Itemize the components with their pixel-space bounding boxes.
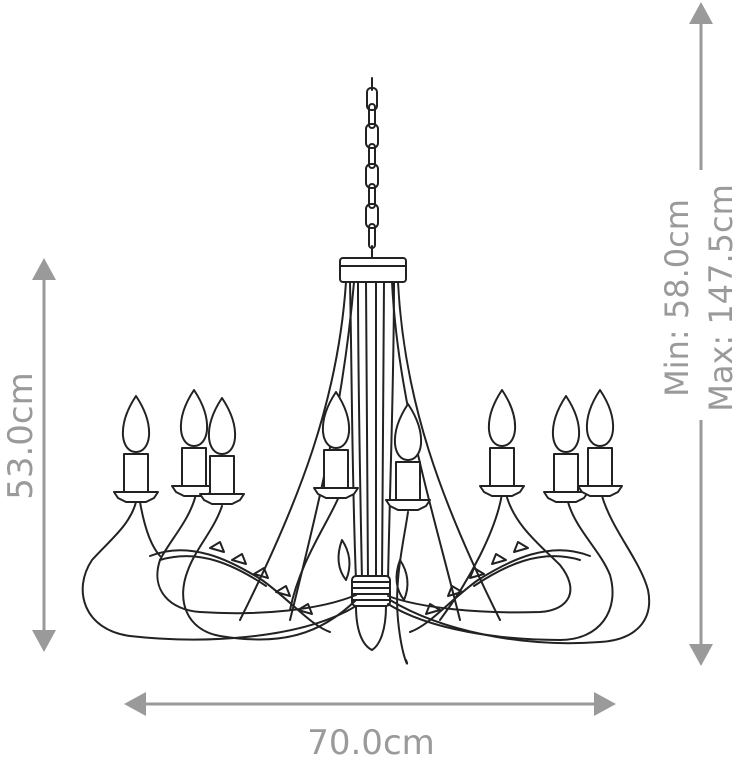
central-binding — [351, 575, 391, 651]
arrow-up-icon — [689, 2, 713, 24]
height-label: 53.0cm — [1, 372, 41, 500]
arrow-right-icon — [594, 692, 616, 716]
arrow-left-icon — [124, 692, 146, 716]
drop-dimension: Min: 58.0cm Max: 147.5cm — [648, 2, 737, 666]
width-dimension: 70.0cm — [124, 692, 616, 757]
arrow-down-icon — [689, 644, 713, 666]
width-label: 70.0cm — [307, 723, 435, 757]
top-collar — [339, 257, 407, 283]
chandelier-drawing — [81, 77, 651, 665]
central-stems — [239, 281, 501, 621]
arms — [81, 493, 651, 665]
drop-max-label: Max: 147.5cm — [702, 184, 737, 411]
height-dimension: 53.0cm — [1, 258, 56, 652]
drop-min-label: Min: 58.0cm — [658, 199, 696, 397]
arrow-up-icon — [32, 258, 56, 280]
leaf-vines — [149, 539, 591, 633]
chain — [365, 77, 379, 259]
arrow-down-icon — [32, 630, 56, 652]
